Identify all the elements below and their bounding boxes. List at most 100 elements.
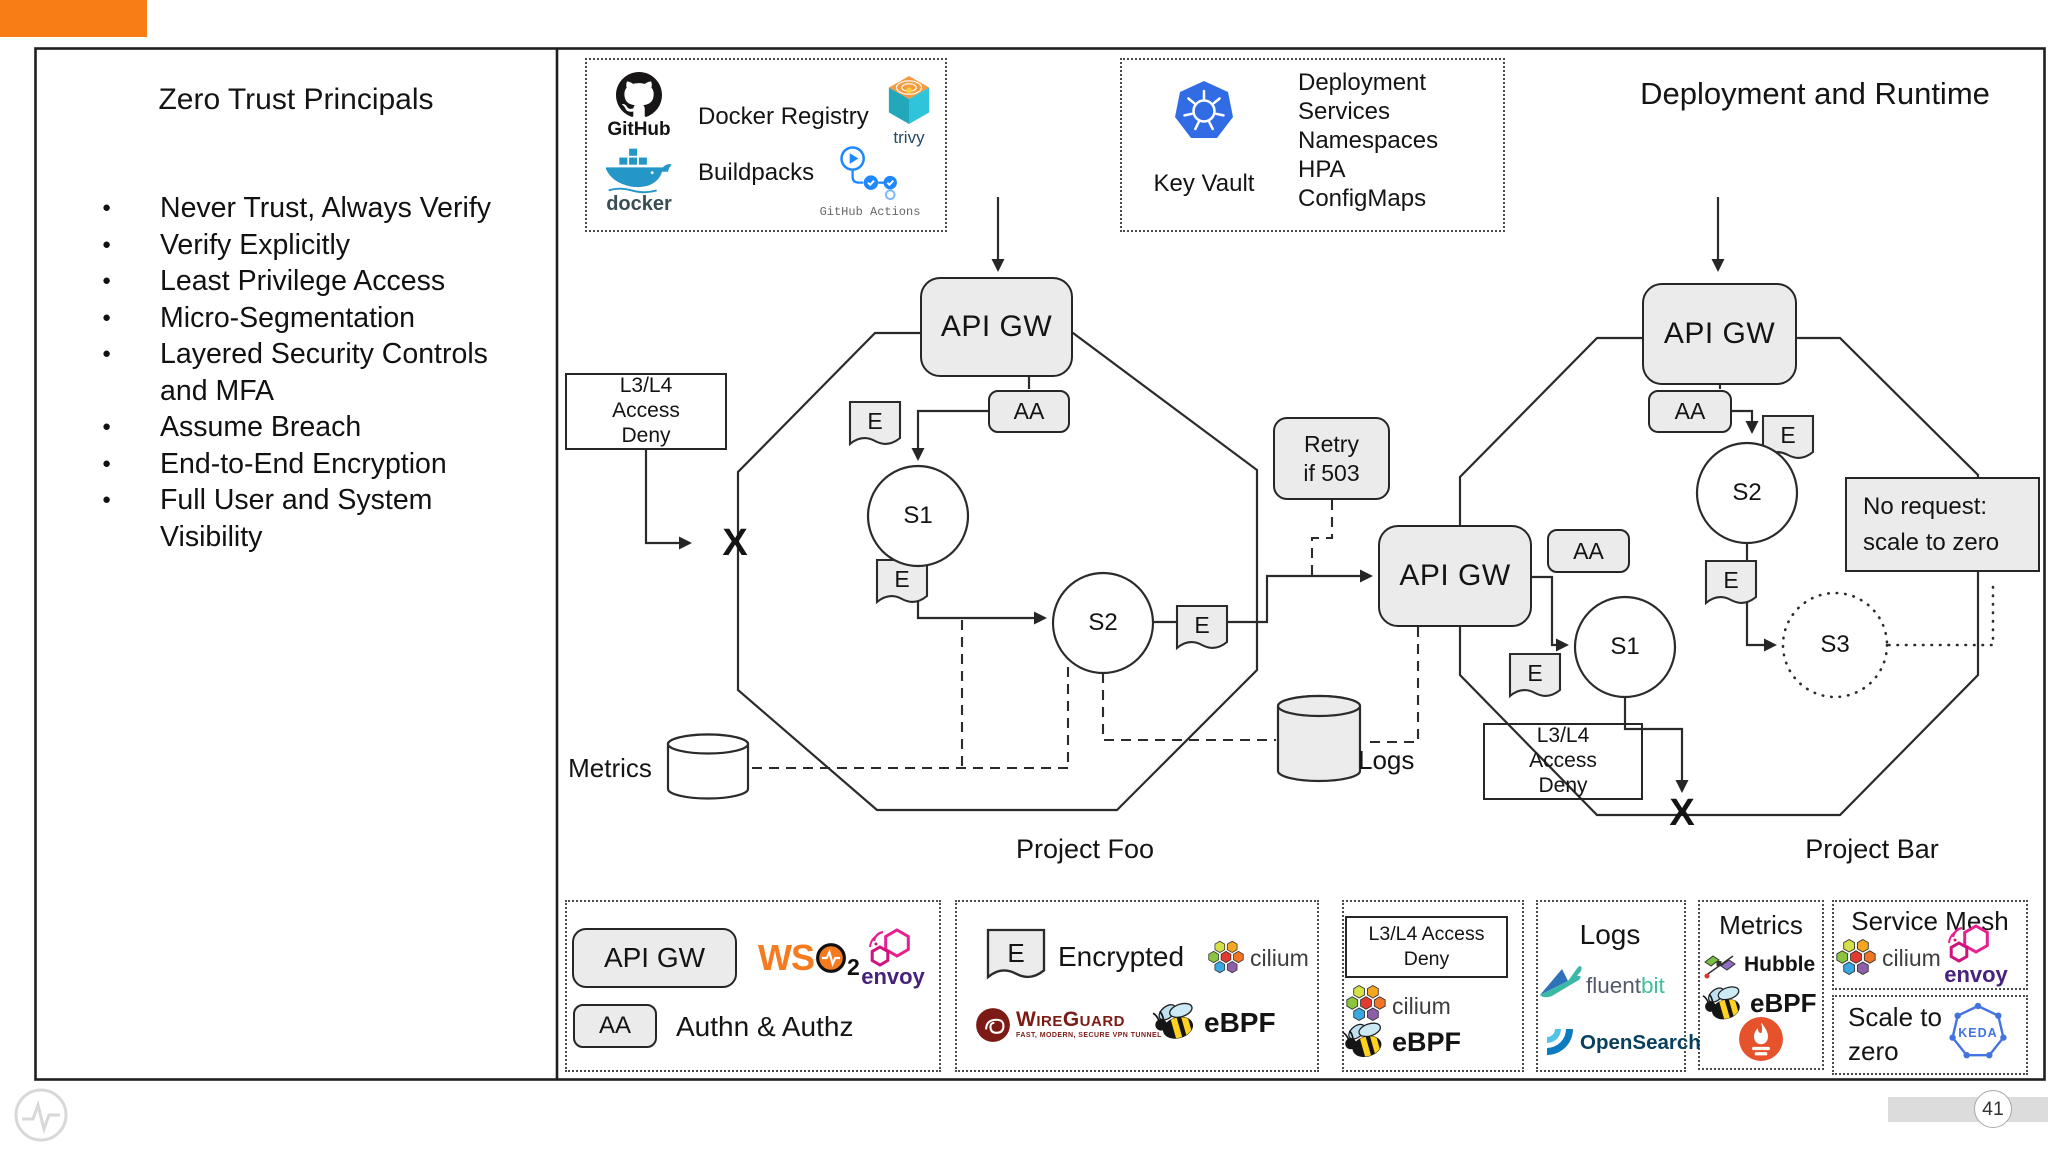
- envoy-label: envoy: [861, 964, 925, 989]
- bar-aa-s2-arrow: [1732, 409, 1759, 434]
- cicd-box: [585, 58, 947, 232]
- ebpf-label: eBPF: [1392, 1026, 1462, 1057]
- trivy-label: trivy: [893, 128, 925, 147]
- bar-deny-x: X: [1669, 791, 1695, 834]
- encrypted-label: Encrypted: [1058, 941, 1185, 972]
- principal-least-privilege: Least Privilege Access: [88, 263, 518, 300]
- principal-micro-segmentation: Micro-Segmentation: [88, 300, 518, 337]
- legend-scaletozero-box: [1832, 995, 2028, 1075]
- legend-logs-box: [1536, 900, 1686, 1072]
- buildpacks-label: Buildpacks: [698, 159, 815, 186]
- encrypted-doc-icon: [875, 558, 929, 605]
- k8s-resources-list: Deployment Services Namespaces HPA Confi…: [1298, 69, 1439, 212]
- ebpf-bee-icon: [1152, 1000, 1202, 1042]
- page-number-badge: 41: [1974, 1090, 2012, 1128]
- opensearch-label: OpenSearch: [1580, 1031, 1701, 1054]
- foo-l3l4-deny-box: L3/L4 Access Deny: [565, 373, 727, 450]
- service-mesh-title: Service Mesh: [1851, 905, 2009, 936]
- midgw-logs-link: [1366, 627, 1420, 744]
- content-frame: [34, 47, 2046, 1081]
- legend-encrypted-doc-icon: [986, 928, 1046, 980]
- hubble-label: Hubble: [1744, 953, 1816, 976]
- hubble-icon: [1704, 955, 1736, 979]
- ebpf-bee-icon: [1342, 1020, 1390, 1060]
- bar-e2-label: E: [1780, 421, 1796, 448]
- foo-e2-label: E: [894, 565, 910, 592]
- bar-api-gw: API GW: [1642, 283, 1797, 385]
- keda-label: KEDA: [1958, 1026, 1998, 1040]
- page-title: Zero Trust Principals: [158, 83, 434, 116]
- bar-s1-label: S1: [1610, 633, 1640, 660]
- mid-api-gw: API GW: [1378, 525, 1532, 627]
- wso2-pulse-icon: [816, 943, 846, 973]
- github-actions-icon: [840, 146, 897, 200]
- bar-s2-circle: [1695, 441, 1799, 545]
- cilium-icon: [1208, 940, 1244, 974]
- foo-e1-label: E: [867, 407, 883, 434]
- legend-e-label: E: [1007, 937, 1025, 968]
- envoy-label: envoy: [1944, 962, 2008, 987]
- foo-s1-label: S1: [903, 502, 933, 529]
- foo-s1-circle: [866, 464, 970, 568]
- docker-icon: [606, 148, 672, 194]
- docker-registry-label: Docker Registry: [698, 103, 869, 130]
- legend-metrics-box: [1698, 900, 1824, 1070]
- legend-metrics-title: Metrics: [1719, 909, 1803, 940]
- foo-aa-badge: AA: [988, 390, 1070, 433]
- wso2-two-text: 2: [847, 953, 860, 980]
- logs-db-icon: [1276, 694, 1362, 783]
- foo-s1-s2-arrow: [916, 566, 1047, 625]
- foo-s2-circle: [1051, 571, 1155, 675]
- metrics-db-icon: [666, 733, 750, 800]
- encrypted-doc-icon: [848, 400, 902, 447]
- principal-verify-explicitly: Verify Explicitly: [88, 227, 518, 264]
- fluent-text: fluent: [1586, 973, 1642, 998]
- bar-s1-deny-arrow: [1623, 697, 1689, 793]
- fluentbit-icon: [1540, 966, 1582, 998]
- trivy-icon: [888, 76, 930, 124]
- retry-link: [1310, 500, 1334, 576]
- mid-aa-badge: AA: [1547, 529, 1630, 573]
- legend-encryption-box: [955, 900, 1319, 1072]
- github-actions-label: GitHub Actions: [819, 205, 921, 219]
- wireguard-tagline: FAST, MODERN, SECURE VPN TUNNEL: [1016, 1032, 1162, 1039]
- bit-text: bit: [1641, 973, 1665, 998]
- footer-bar: [1888, 1097, 2048, 1122]
- wireguard-label: WireGuard: [1016, 1008, 1125, 1031]
- cilium-icon: [1346, 984, 1386, 1022]
- cilium-icon: [1836, 938, 1876, 976]
- project-bar-label: Project Bar: [1805, 833, 1939, 864]
- envoy-icon: [1946, 922, 1994, 966]
- github-label: GitHub: [607, 119, 671, 140]
- opensearch-icon: [1547, 1029, 1573, 1055]
- foo-api-gw: API GW: [920, 277, 1073, 377]
- legend-servicemesh-box: [1832, 900, 2028, 990]
- prometheus-icon: [1739, 1017, 1783, 1061]
- wireguard-icon: [976, 1008, 1010, 1042]
- k8s-box: [1120, 58, 1505, 232]
- wireguard-wordmark: WireGuard FAST, MODERN, SECURE VPN TUNNE…: [1016, 1008, 1162, 1039]
- foo-deny-arrow: [644, 450, 692, 550]
- cilium-label: cilium: [1392, 992, 1451, 1019]
- bar-e1-label: E: [1527, 659, 1543, 686]
- keda-icon: [1949, 1002, 2007, 1059]
- ebpf-label: eBPF: [1204, 1007, 1276, 1038]
- principal-layered-security: Layered Security Controls and MFA: [88, 336, 518, 409]
- cilium-label: cilium: [1882, 944, 1941, 971]
- github-icon: [616, 72, 662, 117]
- kubernetes-icon: [1175, 81, 1233, 138]
- wso2-ghost-logo: [14, 1088, 68, 1142]
- bar-aa-badge: AA: [1648, 390, 1732, 433]
- metrics-label: Metrics: [568, 752, 652, 783]
- bar-e3-label: E: [1723, 566, 1739, 593]
- bar-s2-label: S2: [1732, 479, 1762, 506]
- foo-deny-x: X: [722, 521, 748, 564]
- encrypted-doc-icon: [1175, 604, 1229, 651]
- diagram-title: Deployment and Runtime: [1640, 76, 1990, 111]
- principal-assume-breach: Assume Breach: [88, 409, 518, 446]
- legend-policy-box: [1342, 900, 1524, 1072]
- foo-aa-s1-arrow: [911, 409, 988, 461]
- orange-accent-bar: [0, 0, 147, 37]
